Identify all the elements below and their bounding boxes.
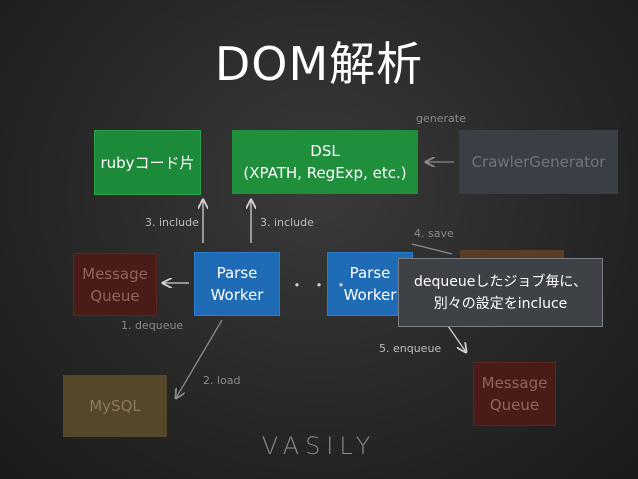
message-queue-left-node: Message Queue: [73, 253, 157, 316]
parse-worker-node: Parse Worker: [194, 252, 280, 316]
save-label: 4. save: [414, 227, 454, 240]
dsl-node: DSL (XPATH, RegExp, etc.): [232, 130, 418, 194]
ruby-snippet-node: rubyコード片: [94, 130, 201, 195]
tooltip-line-1: dequeueしたジョブ毎に、: [414, 273, 587, 290]
include-label-right: 3. include: [260, 216, 314, 229]
enqueue-arrow: [447, 325, 466, 352]
tooltip-line-2: 別々の設定をincluce: [433, 295, 568, 312]
vasily-logo: VASILY: [261, 432, 377, 460]
ellipsis: ・・・: [289, 276, 356, 295]
dequeue-label: 1. dequeue: [121, 319, 184, 332]
load-arrow: [176, 319, 223, 398]
hidden-storage-node: [460, 250, 564, 260]
enqueue-label: 5. enqueue: [379, 342, 442, 355]
mysql-node: MySQL: [63, 375, 167, 437]
message-queue-right-node: Message Queue: [473, 362, 556, 426]
page-title: DOM解析: [214, 37, 424, 91]
save-arrow: [411, 243, 453, 255]
generate-label: generate: [416, 112, 466, 125]
tooltip-callout: dequeueしたジョブ毎に、 別々の設定をincluce: [398, 258, 603, 327]
load-label: 2. load: [203, 374, 241, 387]
include-label-left: 3. include: [145, 216, 199, 229]
crawler-generator-node: CrawlerGenerator: [459, 130, 618, 194]
